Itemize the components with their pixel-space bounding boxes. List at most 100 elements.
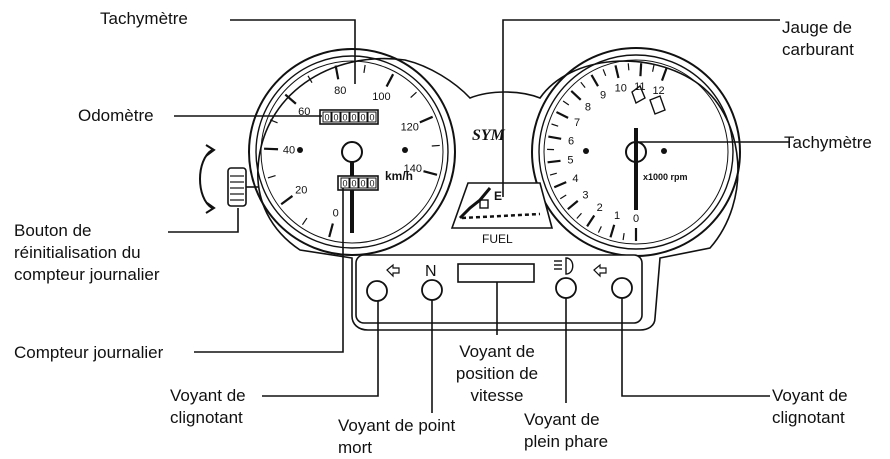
- speed-tick: [269, 119, 278, 124]
- label-left-turn-line1: Voyant de: [170, 386, 246, 405]
- rpm-tick: [559, 194, 567, 200]
- rpm-tick: [609, 224, 616, 238]
- speed-tick: [419, 115, 434, 124]
- speed-tick-label: 100: [372, 91, 390, 103]
- speed-tick-label: 140: [404, 163, 422, 175]
- leader-lines: [168, 19, 790, 413]
- fuel-scale-letter: E: [494, 189, 502, 203]
- trip-digit: 0: [369, 179, 374, 189]
- label-fuel-gauge-line2: carburant: [782, 40, 854, 59]
- right-turn-lamp: [611, 277, 633, 299]
- leader-speedometer: [230, 19, 356, 84]
- trip-digit-cell: [349, 177, 359, 189]
- speed-tick: [301, 217, 308, 226]
- speed-needle-hub: [341, 141, 363, 163]
- rpm-tick: [562, 100, 570, 106]
- fuel-gauge: E FUEL: [450, 182, 554, 246]
- trip-digit: 0: [342, 179, 347, 189]
- rpm-tick: [639, 63, 643, 77]
- speed-tick-label: 0: [333, 208, 339, 220]
- label-gear-line1: Voyant de: [459, 342, 535, 361]
- rpm-tick-label: 0: [633, 213, 639, 225]
- trip-digit-cell: [358, 177, 368, 189]
- speed-unit-label: km/h: [385, 169, 413, 183]
- odometer-digit-cell: [340, 111, 350, 123]
- label-speedometer: Tachymètre: [100, 9, 188, 28]
- label-reset-line3: compteur journalier: [14, 265, 160, 284]
- rpm-tick: [547, 159, 561, 164]
- neutral-lamp: [421, 279, 443, 301]
- neutral-symbol: N: [425, 263, 437, 280]
- rpm-tick: [548, 135, 562, 140]
- high-beam-icon: [554, 257, 574, 275]
- trip-reset-knob: [199, 144, 258, 214]
- speed-tick-label: 80: [334, 85, 346, 97]
- trip-digit-cell: [367, 177, 377, 189]
- rpm-tick: [567, 200, 579, 211]
- speed-tick: [307, 75, 313, 84]
- leader-right-turn: [621, 298, 770, 397]
- label-high-beam-line2: plein phare: [524, 432, 608, 451]
- rpm-unit-label: x1000 rpm: [643, 172, 688, 182]
- leader-fuel-gauge: [502, 19, 780, 197]
- rpm-tick: [586, 214, 596, 227]
- label-right-turn-line1: Voyant de: [772, 386, 848, 405]
- speed-tick-label: 20: [295, 184, 307, 196]
- label-left-turn-line2: clignotant: [170, 408, 243, 427]
- odometer-digit-cell: [349, 111, 359, 123]
- rpm-tick: [580, 81, 586, 89]
- right-arrow-icon: [593, 263, 607, 278]
- speed-tick-label: 40: [283, 144, 295, 156]
- rpm-tick: [551, 123, 559, 127]
- rpm-tick-label: 7: [574, 117, 580, 129]
- odometer-digit: 0: [351, 113, 356, 123]
- indicator-panel: N: [355, 254, 643, 324]
- rpm-tick-label: 6: [568, 135, 574, 147]
- speed-tick-label: 120: [401, 122, 419, 134]
- odometer-digit: 0: [324, 113, 329, 123]
- speed-tick: [284, 93, 297, 105]
- speed-screw-right: [402, 147, 408, 153]
- left-turn-lamp: [366, 280, 388, 302]
- odometer-digit: 0: [342, 113, 347, 123]
- rpm-tick-label: 4: [572, 173, 578, 185]
- rpm-tick: [590, 74, 599, 87]
- fuel-needle: [458, 187, 492, 220]
- speed-tick: [334, 65, 340, 80]
- speed-tick: [267, 175, 276, 179]
- label-fuel-gauge-line1: Jauge de: [782, 18, 852, 37]
- speed-tick-marks: [264, 64, 440, 238]
- callout-labels: Tachymètre Odomètre Bouton de réinitiali…: [14, 9, 872, 457]
- fuel-caption: FUEL: [482, 232, 513, 246]
- trip-digit: 0: [351, 179, 356, 189]
- brand-logo: SYM: [472, 127, 506, 144]
- left-arrow-icon: [386, 263, 400, 278]
- speed-tick: [363, 64, 366, 73]
- rpm-tick: [570, 90, 582, 101]
- trip-digit-cell: [340, 177, 350, 189]
- rpm-tick: [660, 67, 668, 81]
- odometer-digit-cell: [331, 111, 341, 123]
- label-odometer: Odomètre: [78, 106, 154, 125]
- gear-position-window: [457, 263, 535, 283]
- leader-reset-button: [168, 208, 239, 233]
- rpm-tick-label: 1: [614, 210, 620, 222]
- odometer-digit: 0: [333, 113, 338, 123]
- label-trip-meter: Compteur journalier: [14, 343, 164, 362]
- rpm-tick: [576, 212, 582, 219]
- redzone-mark-1: [631, 84, 646, 105]
- odometer-digit-cell: [358, 111, 368, 123]
- rpm-tick: [602, 69, 607, 77]
- odometer-digit: 0: [360, 113, 365, 123]
- rpm-tick: [622, 233, 625, 241]
- speed-tick: [423, 170, 438, 176]
- rpm-tick-marks: [547, 63, 668, 241]
- high-beam-lamp: [555, 277, 577, 299]
